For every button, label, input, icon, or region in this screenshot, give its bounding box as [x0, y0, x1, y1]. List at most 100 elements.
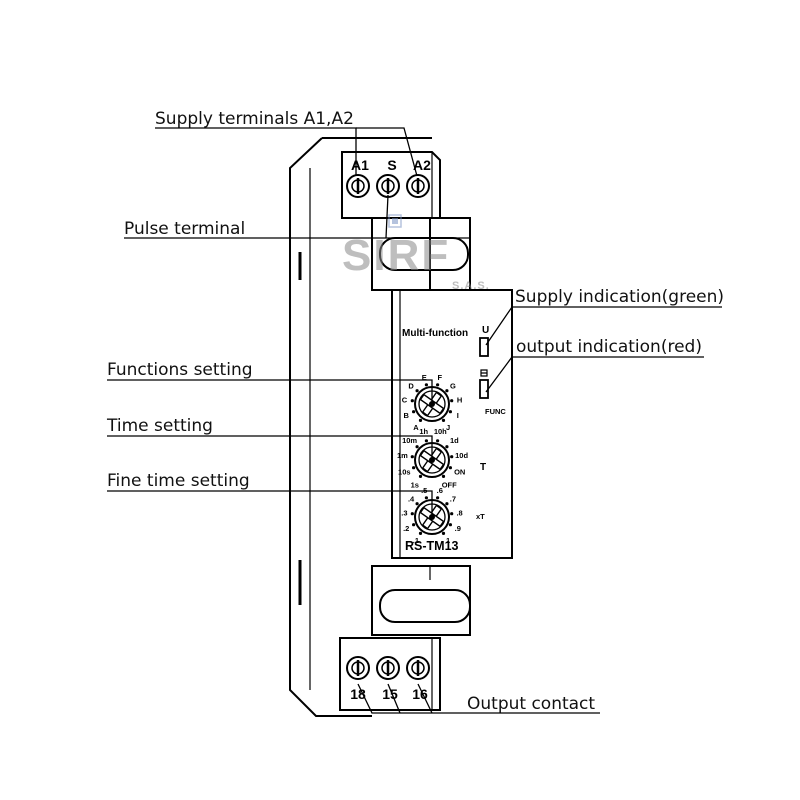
fine-xt-label: xT	[476, 512, 485, 521]
leader-functions-setting	[107, 379, 433, 404]
dial-tick	[441, 531, 446, 536]
dial-scale-label: 1m	[397, 451, 408, 460]
dial-scale-label: 1h	[419, 427, 428, 436]
callout-fine-time-setting: Fine time setting	[107, 471, 250, 491]
dial-tick	[445, 389, 449, 393]
dial-tick	[448, 466, 452, 470]
dial-scale-label: .4	[408, 494, 415, 503]
dial-scale-label: .3	[401, 508, 407, 517]
leader-supply-terminals-a2	[356, 127, 418, 177]
dial-tick	[445, 502, 449, 506]
dial-scale-label: 10s	[398, 468, 411, 477]
dial-scale-label: B	[403, 411, 409, 420]
dial-tick	[436, 496, 440, 500]
dial-tick	[415, 389, 419, 393]
dial-tick	[424, 496, 428, 500]
screw-15	[376, 656, 400, 680]
dial-scale-label: D	[408, 381, 414, 390]
dial-tick	[448, 523, 452, 527]
dial-scale-label: 1d	[450, 436, 459, 445]
screw-s	[376, 174, 400, 198]
dial-scale-label: OFF	[442, 481, 457, 490]
leader-output-indication	[485, 356, 704, 393]
dial-tick	[436, 439, 440, 443]
dial-tick	[410, 399, 414, 403]
dial-scale-label: C	[402, 395, 408, 404]
dial-tick	[450, 399, 454, 403]
leader-output-contact-16	[417, 683, 433, 714]
dial-scale-label: .6	[437, 486, 443, 495]
screw-16	[406, 656, 430, 680]
dial-scale-label: A	[413, 423, 419, 432]
dial-tick	[441, 418, 446, 422]
dial-tick	[418, 474, 423, 478]
callout-supply-terminals: Supply terminals A1,A2	[155, 109, 354, 129]
dial-scale-label: F	[438, 373, 443, 382]
leader-supply-terminals	[155, 127, 357, 176]
led-supply-green	[479, 337, 489, 357]
dial-tick	[412, 523, 416, 527]
dial-tick	[418, 531, 423, 536]
terminal-label-a1: A1	[351, 157, 369, 173]
dial-tick	[415, 502, 419, 506]
dial-scale-label: ON	[454, 468, 465, 477]
dial-scale-label: 1	[446, 536, 450, 545]
dial-tick	[445, 445, 449, 449]
dial-scale-label: 1s	[411, 481, 419, 490]
terminal-label-a2: A2	[413, 157, 431, 173]
dial-tick	[441, 474, 446, 478]
panel-title: Multi-function	[402, 328, 468, 339]
terminal-label-18: 18	[350, 686, 366, 702]
dial-tick	[412, 466, 416, 470]
time-t-label: T	[480, 462, 486, 473]
callout-supply-indication: Supply indication(green)	[515, 287, 724, 307]
leader-time-setting	[107, 435, 433, 460]
dial-tick	[448, 410, 452, 414]
dial-tick	[450, 512, 454, 516]
dial-scale-label: .8	[456, 508, 462, 517]
dial-tick	[410, 455, 414, 459]
leader-fine-time-setting	[107, 490, 433, 517]
dial-scale-label: E	[422, 373, 427, 382]
leader-output-contact	[357, 683, 600, 714]
dial-tick	[410, 512, 414, 516]
u-label: U	[482, 325, 489, 336]
dial-scale-label: 10d	[455, 451, 468, 460]
screw-18	[346, 656, 370, 680]
callout-output-indication: output indication(red)	[516, 337, 702, 357]
dial-tick	[412, 410, 416, 414]
relay-housing	[289, 137, 513, 717]
leader-lines	[107, 127, 722, 714]
callout-time-setting: Time setting	[106, 416, 213, 436]
dial-tick	[424, 439, 428, 443]
dial-scale-label: 10m	[402, 436, 417, 445]
dial-tick	[450, 455, 454, 459]
dial-scale-label: .2	[403, 524, 409, 533]
dial-scale-label: J	[446, 423, 450, 432]
func-label: FUNC	[485, 407, 506, 416]
dial-scale-label: .7	[450, 494, 456, 503]
dial-tick	[415, 445, 419, 449]
callout-output-contact: Output contact	[467, 694, 595, 714]
dial-tick	[436, 383, 440, 387]
bottom-terminal-screws	[346, 656, 430, 680]
screw-a2	[406, 174, 430, 198]
callout-functions-setting: Functions setting	[107, 360, 253, 380]
watermark-text: SIRF	[342, 231, 450, 280]
dial-tick	[418, 418, 423, 422]
dial-scale-label: H	[457, 395, 462, 404]
dial-tick	[424, 383, 428, 387]
sirf-watermark-logo: SIRF S.A.S.	[342, 214, 490, 292]
leader-supply-indication	[485, 306, 722, 346]
top-terminal-screws	[346, 174, 430, 198]
terminal-label-s: S	[387, 157, 396, 173]
dial-scale-label: I	[457, 411, 459, 420]
model-label: RS-TM13	[405, 539, 459, 553]
dial-scale-label: .1	[413, 536, 419, 545]
leader-output-contact-15	[387, 683, 401, 714]
screw-a1	[346, 174, 370, 198]
dial-scale-label: G	[450, 381, 456, 390]
watermark-sub: S.A.S.	[452, 280, 490, 292]
